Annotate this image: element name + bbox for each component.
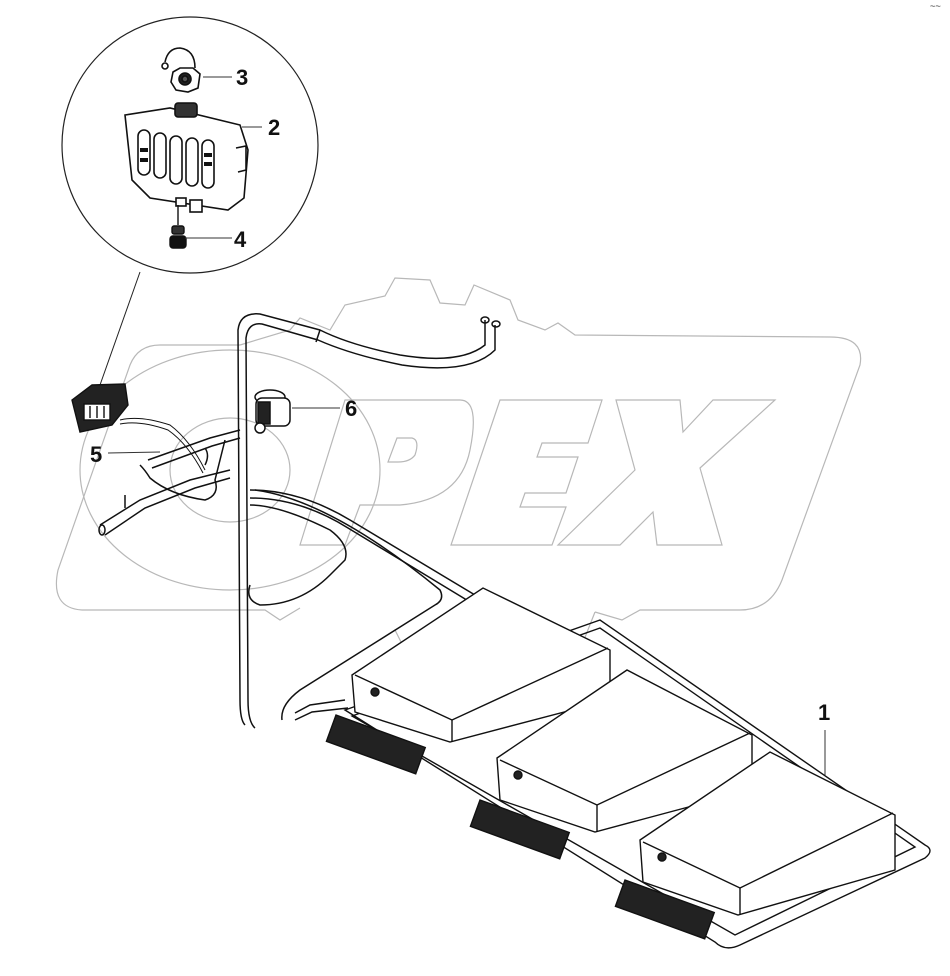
hose-network — [98, 313, 501, 729]
leader-lines — [107, 76, 826, 775]
corner-mark: ~~ — [930, 2, 941, 12]
battery-box-2 — [469, 669, 753, 860]
opex-watermark — [55, 277, 862, 666]
expansion-tank — [124, 102, 249, 213]
callout-4: 4 — [234, 227, 247, 252]
callout-6: 6 — [345, 396, 358, 421]
callout-5: 5 — [90, 442, 103, 467]
callout-1: 1 — [818, 700, 831, 725]
pump-valve — [254, 389, 291, 434]
callout-2: 2 — [268, 115, 281, 140]
tank-cap — [161, 47, 201, 93]
callout-3: 3 — [236, 65, 249, 90]
drain-fitting — [169, 205, 187, 249]
battery-box-3 — [614, 751, 896, 940]
detail-circle — [61, 16, 319, 386]
electrical-connector — [71, 383, 129, 433]
